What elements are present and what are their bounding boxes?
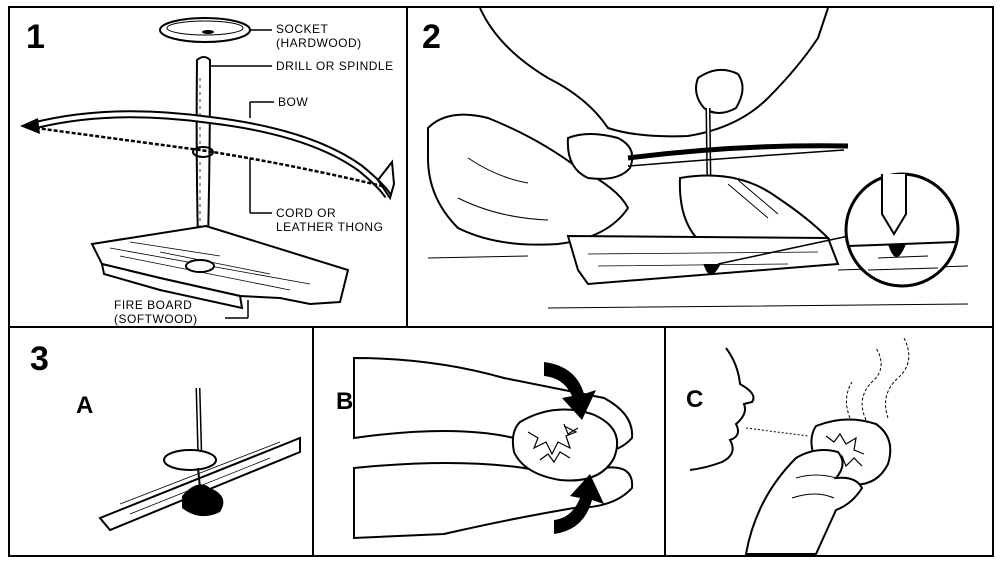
left-hand-shape (566, 133, 634, 180)
step-b-panel: B (314, 328, 664, 555)
bow-drill-illustration (20, 17, 396, 319)
face-profile-shape (689, 347, 755, 471)
step-c-illustration (689, 337, 910, 555)
bow-label: BOW (278, 95, 309, 109)
panel-3-number: 3 (30, 340, 49, 378)
step-b-label: B (336, 388, 354, 415)
socket-label: SOCKET (HARDWOOD) (276, 22, 362, 50)
arrow-up-shape (554, 474, 604, 534)
right-hand-shape (695, 68, 744, 114)
panel-2-using-bow-drill: 2 (406, 6, 994, 328)
fire-board-shape-2 (566, 234, 840, 286)
boot-shape (678, 174, 831, 250)
panel-1-number: 1 (26, 18, 45, 56)
smoke-shape (846, 337, 910, 421)
ember-shape-a (182, 484, 224, 517)
lower-hand-shape (353, 462, 634, 540)
panel-3-tinder-steps: 3 A B (8, 326, 994, 557)
step-a-illustration (98, 387, 301, 532)
panel-1-bow-drill-parts: 1 (8, 6, 408, 328)
step-a-label: A (76, 392, 94, 419)
spindle-shape (195, 56, 212, 255)
fire-board-label: FIRE BOARD (SOFTWOOD) (114, 298, 198, 326)
arrow-down-shape (544, 362, 596, 420)
step-c-label: C (686, 386, 704, 413)
drill-label: DRILL OR SPINDLE (276, 59, 394, 73)
hand-c-shape (744, 449, 864, 555)
bow-shape-2 (627, 143, 849, 161)
socket-shape (159, 17, 251, 43)
step-c-panel: C (666, 328, 992, 555)
cord-label: CORD OR LEATHER THONG (276, 206, 384, 234)
panel-2-number: 2 (422, 18, 441, 56)
step-a-panel: A (10, 328, 312, 555)
body-shape (479, 8, 829, 138)
kneeling-figure-illustration (427, 8, 969, 309)
divider-bc (664, 328, 666, 555)
step-b-illustration (353, 356, 634, 540)
divider-ab (312, 328, 314, 555)
leg-shape (427, 113, 630, 246)
cord-shape (35, 126, 383, 188)
